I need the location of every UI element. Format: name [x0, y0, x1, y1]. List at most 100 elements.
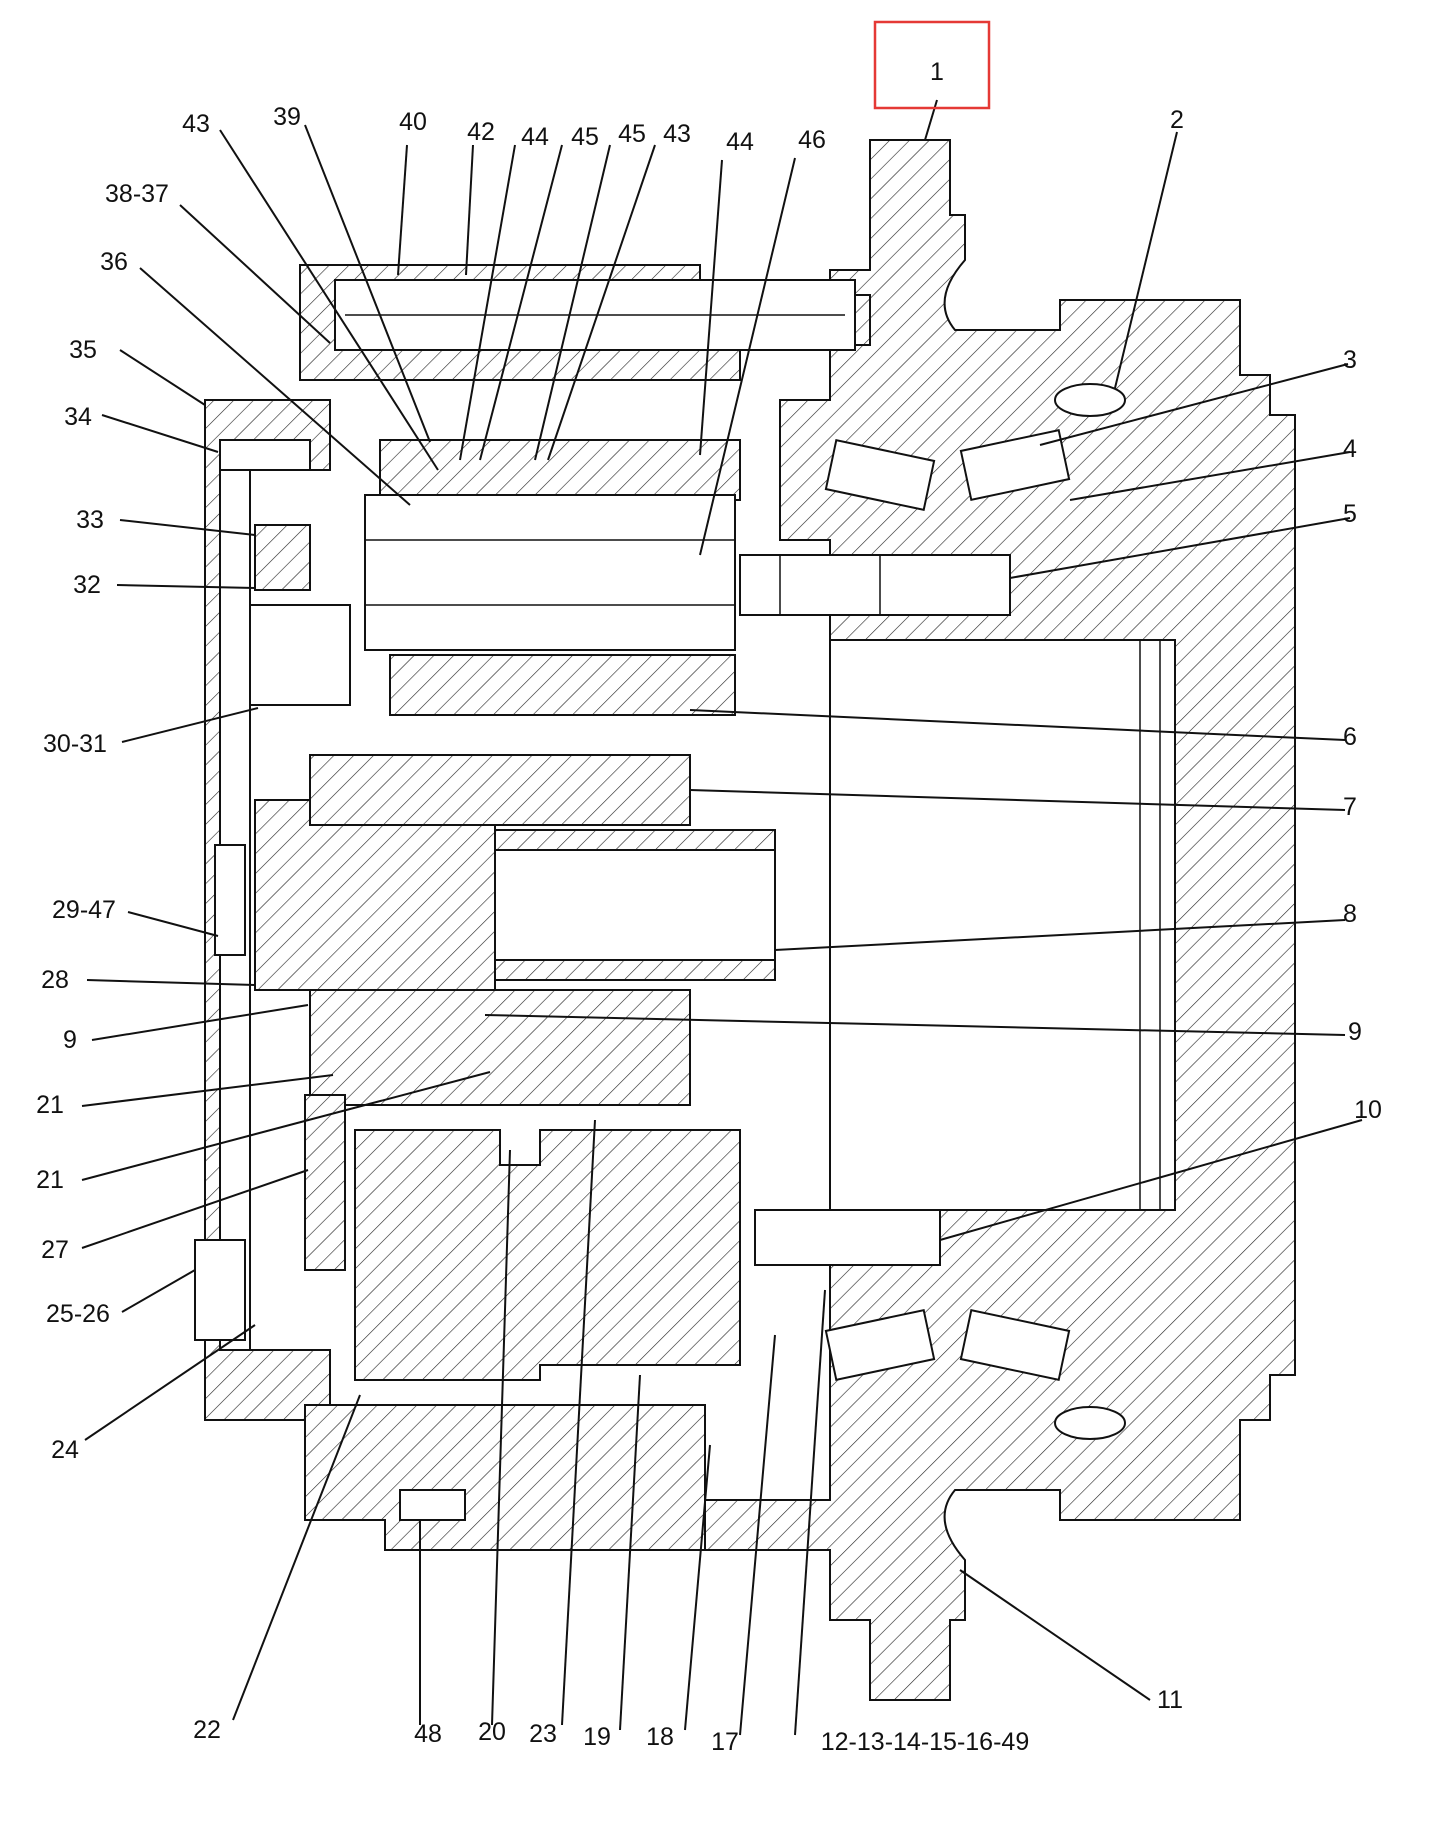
assembly-section [194, 139, 1296, 1701]
leader-20 [491, 1149, 511, 1726]
callout-20: 20 [478, 1718, 506, 1746]
callout-45-left: 45 [571, 123, 599, 151]
leader-44a [459, 144, 516, 461]
leader-21b [81, 1071, 491, 1181]
callout-7: 7 [1343, 793, 1357, 821]
leader-43b [547, 144, 656, 461]
leader-21a [81, 1074, 334, 1107]
callout-30-31: 30-31 [43, 730, 107, 758]
callout-9-right: 9 [1348, 1018, 1362, 1046]
planet-carrier-upper [379, 439, 741, 501]
leader-27 [81, 1169, 309, 1249]
plug-bottom-left [194, 1239, 246, 1341]
callout-43-right: 43 [663, 120, 691, 148]
leader-29 [127, 911, 219, 937]
planet-gear-upper [364, 494, 736, 651]
callout-19: 19 [583, 1723, 611, 1751]
callout-22: 22 [193, 1716, 221, 1744]
leader-46 [699, 157, 796, 556]
callout-39: 39 [273, 103, 301, 131]
leader-7 [689, 789, 1346, 811]
callout-44-right: 44 [726, 128, 754, 156]
leader-32 [116, 584, 256, 589]
sun-shaft-bore [494, 839, 776, 971]
callout-1-highlight-box [873, 20, 991, 110]
seal-bottom [1054, 1406, 1126, 1440]
seal-top [1054, 383, 1126, 417]
callout-44-left: 44 [521, 123, 549, 151]
callout-17: 17 [711, 1728, 739, 1756]
callout-23: 23 [529, 1720, 557, 1748]
leader-34 [101, 414, 219, 453]
leader-44b [699, 159, 723, 456]
leader-6 [689, 709, 1346, 741]
planet-bearings-lower [389, 654, 736, 716]
shaft-bolt [739, 554, 1011, 616]
leader-17 [739, 1334, 776, 1736]
leader-45b [534, 144, 611, 461]
callout-46: 46 [798, 126, 826, 154]
callout-34: 34 [64, 403, 92, 431]
leader-45a [479, 144, 563, 461]
leader-38 [179, 204, 331, 344]
callout-38-37: 38-37 [105, 180, 169, 208]
leader-lines [81, 99, 1363, 1736]
callout-11: 11 [1157, 1686, 1183, 1714]
leader-30 [121, 707, 259, 743]
callout-12-16-49: 12-13-14-15-16-49 [821, 1728, 1029, 1756]
callout-6: 6 [1343, 723, 1357, 751]
needle-bearing [249, 604, 351, 706]
leader-28 [86, 979, 256, 986]
callout-45-right: 45 [618, 120, 646, 148]
leader-22 [232, 1394, 361, 1721]
leader-8 [774, 919, 1346, 951]
leader-43a [219, 129, 439, 471]
leader-4 [1069, 451, 1351, 501]
callout-33: 33 [76, 506, 104, 534]
leader-39 [304, 124, 431, 443]
callout-2: 2 [1170, 106, 1184, 134]
callout-4: 4 [1343, 435, 1357, 463]
callout-35: 35 [69, 336, 97, 364]
callout-48: 48 [414, 1720, 442, 1748]
callout-1: 1 [930, 58, 944, 86]
sun-shaft-sleeve-2 [494, 959, 776, 981]
leader-19 [619, 1374, 641, 1731]
callout-labels: 1 2 3 4 5 6 7 8 9 10 11 12-13-14-15-16-4… [36, 58, 1382, 1756]
planet-gear-lower [354, 1129, 741, 1381]
callout-25-26: 25-26 [46, 1300, 110, 1328]
sun-shaft-sleeve [494, 829, 776, 851]
callout-29-47: 29-47 [52, 896, 116, 924]
leader-9l [91, 1004, 309, 1041]
leader-40 [397, 144, 408, 276]
leader-35 [119, 349, 206, 406]
leader-23 [561, 1119, 596, 1726]
leader-2 [1114, 131, 1178, 389]
callout-27: 27 [41, 1236, 69, 1264]
callout-24: 24 [51, 1436, 79, 1464]
leader-9r [484, 1014, 1346, 1036]
leader-10 [939, 1119, 1363, 1241]
leader-18 [684, 1444, 711, 1731]
leader-25 [121, 1269, 196, 1313]
leader-12 [794, 1289, 826, 1736]
callout-3: 3 [1343, 346, 1357, 374]
lower-pin [754, 1209, 941, 1266]
callout-10: 10 [1354, 1096, 1382, 1124]
lower-carrier-plate [304, 1094, 346, 1271]
callout-28: 28 [41, 966, 69, 994]
callout-9-left: 9 [63, 1026, 77, 1054]
leader-36 [139, 267, 411, 506]
leader-33 [119, 519, 256, 536]
carrier-mid-lower [309, 989, 691, 1106]
callout-43-left: 43 [182, 110, 210, 138]
callout-21-lower: 21 [36, 1166, 64, 1194]
callout-40: 40 [399, 108, 427, 136]
callout-42: 42 [467, 118, 495, 146]
leader-11 [959, 1569, 1151, 1701]
callout-8: 8 [1343, 900, 1357, 928]
callout-21-upper: 21 [36, 1091, 64, 1119]
output-flange [304, 1404, 706, 1551]
bolt-bottom [399, 1489, 466, 1521]
